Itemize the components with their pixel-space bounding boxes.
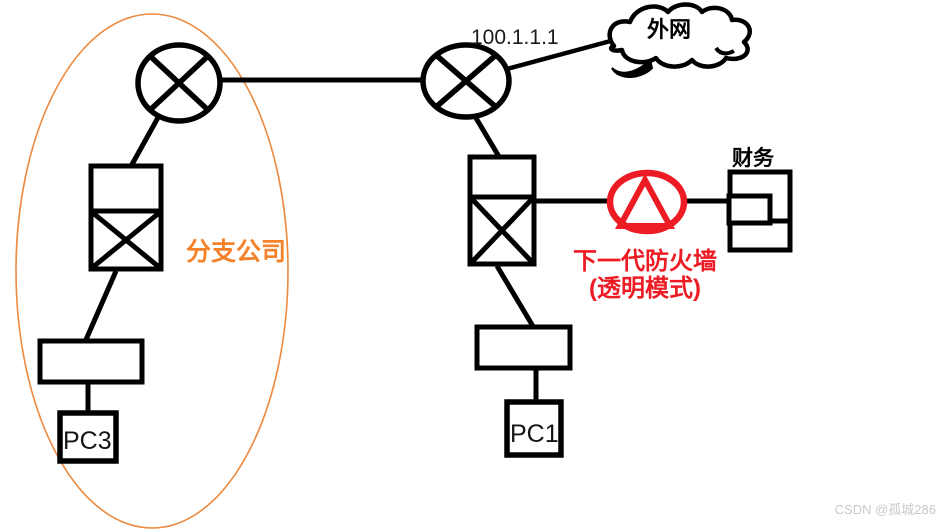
link-hq-router-to-cloud: [502, 36, 619, 73]
firewall-triangle: [614, 173, 676, 229]
finance-host-screen: [726, 193, 773, 226]
hq-switch-x-line: [470, 197, 534, 264]
link-branch-switch-to-branch-hub: [82, 269, 119, 344]
link-hq-router-to-hq-switch: [470, 111, 504, 162]
cloud-inner-stroke: [714, 46, 735, 56]
pc3-box: [57, 410, 119, 464]
firewall-label-line1: 下一代防火墙: [573, 248, 717, 275]
finance-host-icon: [726, 169, 793, 253]
firewall-icon: [606, 169, 688, 235]
hq-router-x-line: [434, 52, 498, 110]
wan-ip-label: 100.1.1.1: [471, 26, 559, 49]
pc1-box: [504, 399, 564, 458]
cloud-tail: [611, 58, 654, 78]
internet-cloud-icon: [607, 2, 752, 78]
pc3-label: PC3: [63, 427, 112, 455]
link-branch-router-to-branch-switch: [127, 112, 163, 170]
hq-switch-icon: [467, 154, 537, 267]
branch-switch-icon: [88, 163, 164, 272]
cloud-label: 外网: [647, 17, 692, 42]
branch-company-group-ellipse: [15, 13, 289, 529]
branch-company-label: 分支公司: [186, 238, 287, 266]
finance-label: 财务: [732, 147, 774, 170]
cloud-outline: [607, 2, 752, 69]
branch-switch-x-line: [91, 211, 161, 269]
branch-switch-body: [88, 163, 164, 272]
pc1-label: PC1: [510, 420, 559, 448]
branch-router-x-line: [148, 53, 210, 113]
branch-router-icon: [135, 42, 223, 124]
csdn-watermark: CSDN @孤城286: [834, 502, 936, 517]
link-hq-switch-to-hq-hub: [494, 264, 537, 330]
hq-router-icon: [420, 42, 512, 120]
hq-hub-icon: [474, 324, 573, 371]
branch-hub-icon: [37, 338, 145, 385]
firewall-label-line2: (透明模式): [589, 275, 701, 302]
